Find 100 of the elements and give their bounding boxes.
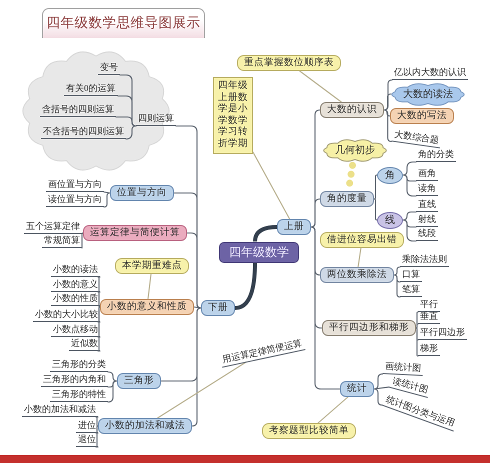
topic-box: 上册	[277, 219, 311, 236]
callout-line	[318, 396, 348, 424]
branch-label: 四则运算	[136, 113, 176, 126]
main-branch	[253, 225, 278, 242]
branch-line	[393, 274, 401, 298]
callout-line	[299, 70, 342, 103]
branch-line	[125, 125, 137, 140]
branch-label: 小数的性质	[51, 293, 100, 306]
branch-label: 有关0的运算	[64, 83, 118, 96]
branch-line	[95, 416, 99, 427]
branch-line	[97, 306, 101, 352]
branch-label: 小数点移动	[51, 324, 100, 337]
note-box: 本学期重难点	[115, 258, 189, 274]
topic-box: 两位数乘除法	[320, 267, 394, 284]
branch-label: 大数综合题	[391, 128, 442, 148]
branch-line	[107, 380, 118, 403]
callout-line	[147, 273, 152, 300]
topic-box: 运算定律与简便计算	[83, 225, 187, 242]
topic-box: 小数的加法和减法	[98, 418, 192, 434]
note-box: 考察题型比较简单	[262, 423, 356, 440]
branch-label: 小数的加法和减法	[22, 404, 98, 417]
branch-label: 平行四边形	[418, 327, 467, 340]
callout-line	[358, 247, 362, 268]
branch-label: 用运算定律简便运算	[219, 336, 305, 368]
note-box: 借进位容易出错	[320, 232, 404, 248]
branch-line	[103, 191, 111, 194]
branch-line	[383, 109, 391, 117]
branch-label: 三角形的内角和	[41, 374, 108, 387]
branch-label: 读位置与方向	[46, 194, 104, 207]
title-banner: 四年级数学思维导图展示	[42, 8, 205, 38]
branch-label: 亿以内大数的认识	[392, 67, 468, 80]
branch-line	[193, 306, 202, 309]
branch-line	[97, 291, 101, 308]
topic-box: 大数的认识	[320, 102, 384, 118]
branch-line	[373, 198, 378, 221]
cloud-bubble: 几何初步	[323, 138, 387, 162]
branch-label: 近似数	[69, 338, 100, 351]
branch-line	[103, 192, 111, 208]
branch-line	[415, 323, 419, 329]
branch-label: 含括号的四则运算	[40, 104, 116, 117]
callout-line	[252, 152, 290, 220]
topic-box: 角的度量	[320, 191, 374, 208]
branch-line	[402, 211, 417, 221]
branch-label: 口算	[400, 269, 422, 282]
branch-label: 画角	[416, 168, 438, 181]
branch-line	[415, 327, 419, 357]
branch-label: 画位置与方向	[46, 179, 104, 192]
branch-label: 梯形	[418, 343, 440, 356]
branch-label: 退位	[76, 434, 98, 447]
branch-label: 射线	[416, 214, 438, 227]
topic-box: 三角形	[117, 373, 161, 390]
branch-line	[95, 425, 99, 448]
branch-label: 小数的读法	[51, 264, 100, 277]
branch-line	[373, 386, 390, 390]
branch-line	[191, 307, 202, 427]
topic-box: 小数的意义和性质	[100, 299, 194, 316]
branch-label: 平行	[418, 299, 440, 312]
branch-label: 五个运算定律	[24, 221, 82, 234]
topic-box: 大数的写法	[390, 108, 454, 124]
branch-label: 常规简算	[42, 235, 82, 248]
branch-label: 小数的意义	[51, 279, 100, 292]
topic-box: 下册	[201, 300, 235, 316]
branch-label: 垂直	[418, 311, 440, 324]
callout-line	[157, 361, 247, 419]
branch-label: 乘除法法则	[400, 254, 449, 267]
topic-ellipse: 线	[377, 212, 403, 228]
branch-line	[310, 198, 321, 228]
branch-line	[310, 226, 341, 390]
branch-line	[393, 266, 401, 276]
branch-label: 三角形的特性	[50, 389, 108, 402]
branch-line	[383, 109, 392, 142]
branch-line	[107, 371, 118, 382]
branch-label: 直线	[416, 199, 438, 212]
branch-label: 三角形的分类	[50, 359, 108, 372]
topic-ellipse: 角	[377, 166, 403, 184]
branch-line	[373, 174, 378, 200]
branch-label: 读角	[416, 183, 438, 196]
central-topic-box: 四年级数学	[219, 242, 299, 263]
note-box: 四年级上册数学是小学数学学习转折学期	[213, 77, 253, 154]
branch-label: 线段	[416, 228, 438, 241]
topic-box: 平行四边形和梯形	[322, 320, 416, 336]
branch-line	[115, 116, 137, 127]
branch-line	[383, 93, 392, 111]
branch-line	[402, 161, 417, 176]
branch-line	[402, 219, 417, 242]
branch-label: 变号	[98, 62, 120, 75]
branch-line	[402, 174, 417, 197]
branch-label: 角的分类	[416, 149, 456, 162]
note-box: 重点掌握数位顺序表	[237, 55, 341, 72]
topic-box: 统计	[340, 381, 374, 398]
topic-box: 位置与方向	[110, 185, 174, 202]
branch-label: 统计图分类与运用	[382, 392, 458, 431]
branch-label: 小数的大小比较	[33, 309, 100, 322]
branch-label: 画统计图	[382, 360, 424, 376]
cloud-bubble: 大数的读法	[391, 82, 465, 106]
branch-label: 不含括号的四则运算	[41, 126, 126, 139]
branch-label: 进位	[76, 420, 98, 433]
branch-line	[373, 388, 383, 406]
branch-label: 笔算	[400, 284, 422, 297]
branch-line	[81, 232, 84, 249]
